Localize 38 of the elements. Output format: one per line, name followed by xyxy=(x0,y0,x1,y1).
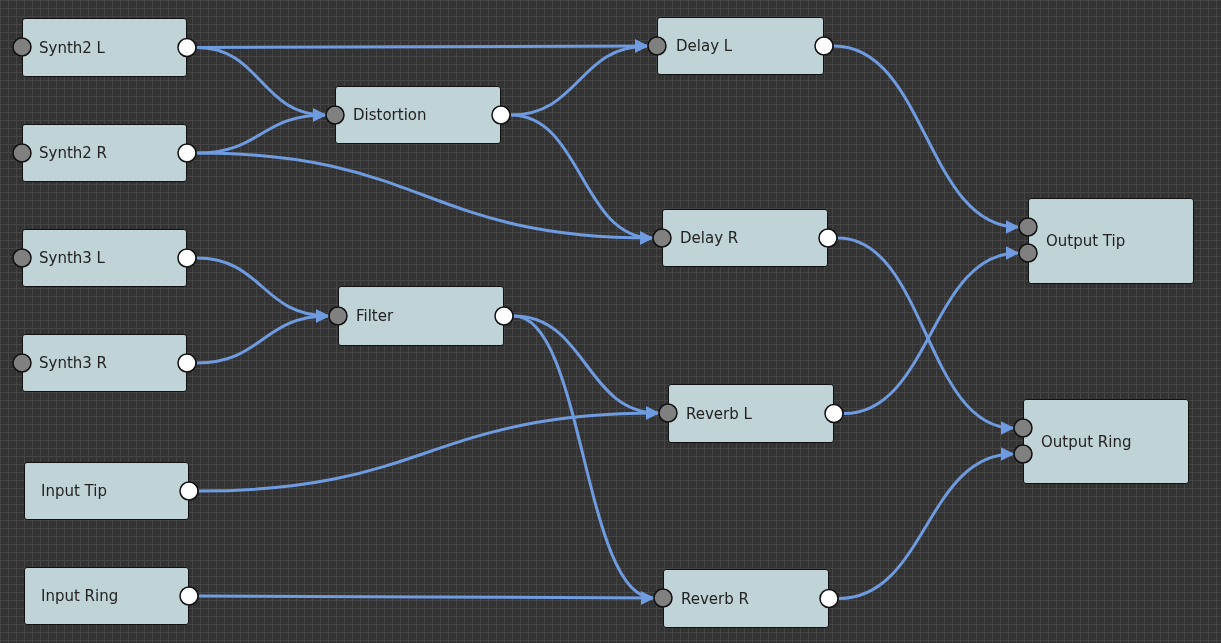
connector-arrow xyxy=(838,449,1015,600)
module-box xyxy=(22,229,187,287)
node-label: Synth3 R xyxy=(39,354,108,372)
node-label: Synth2 R xyxy=(39,144,108,162)
module-box xyxy=(662,209,828,267)
connector-arrow xyxy=(510,40,649,117)
node-label: Input Tip xyxy=(41,482,107,500)
module-box xyxy=(22,124,187,182)
module-box xyxy=(1028,198,1194,284)
node-label: Filter xyxy=(356,307,394,325)
module-box xyxy=(24,567,189,625)
node-label: Synth2 L xyxy=(39,38,105,57)
module-box xyxy=(1023,399,1189,484)
connector-arrow xyxy=(196,108,327,155)
module-box xyxy=(22,334,187,392)
node-label: Reverb R xyxy=(681,589,749,608)
node-label: Output Tip xyxy=(1046,232,1126,250)
module-box xyxy=(22,18,187,77)
module-box xyxy=(668,384,834,443)
module-box xyxy=(663,569,829,628)
connector-arrow xyxy=(510,113,654,243)
node-label: Reverb L xyxy=(686,404,752,423)
connector-arrow xyxy=(843,248,1020,415)
module-box xyxy=(657,17,824,75)
node-label: Output Ring xyxy=(1041,432,1132,451)
connector-arrow xyxy=(837,236,1015,433)
connector-arrow xyxy=(199,591,655,605)
node-label: Synth3 L xyxy=(39,249,105,267)
connector-arrow xyxy=(833,44,1020,232)
module-box xyxy=(24,462,189,520)
module-box xyxy=(335,86,501,144)
connector-arrow xyxy=(198,406,660,493)
node-label: Delay L xyxy=(676,37,733,55)
node-label: Input Ring xyxy=(41,587,119,605)
node-label: Distortion xyxy=(353,106,427,124)
node-label: Delay R xyxy=(680,229,739,247)
connector-arrow xyxy=(196,310,330,365)
module-box xyxy=(338,286,504,346)
